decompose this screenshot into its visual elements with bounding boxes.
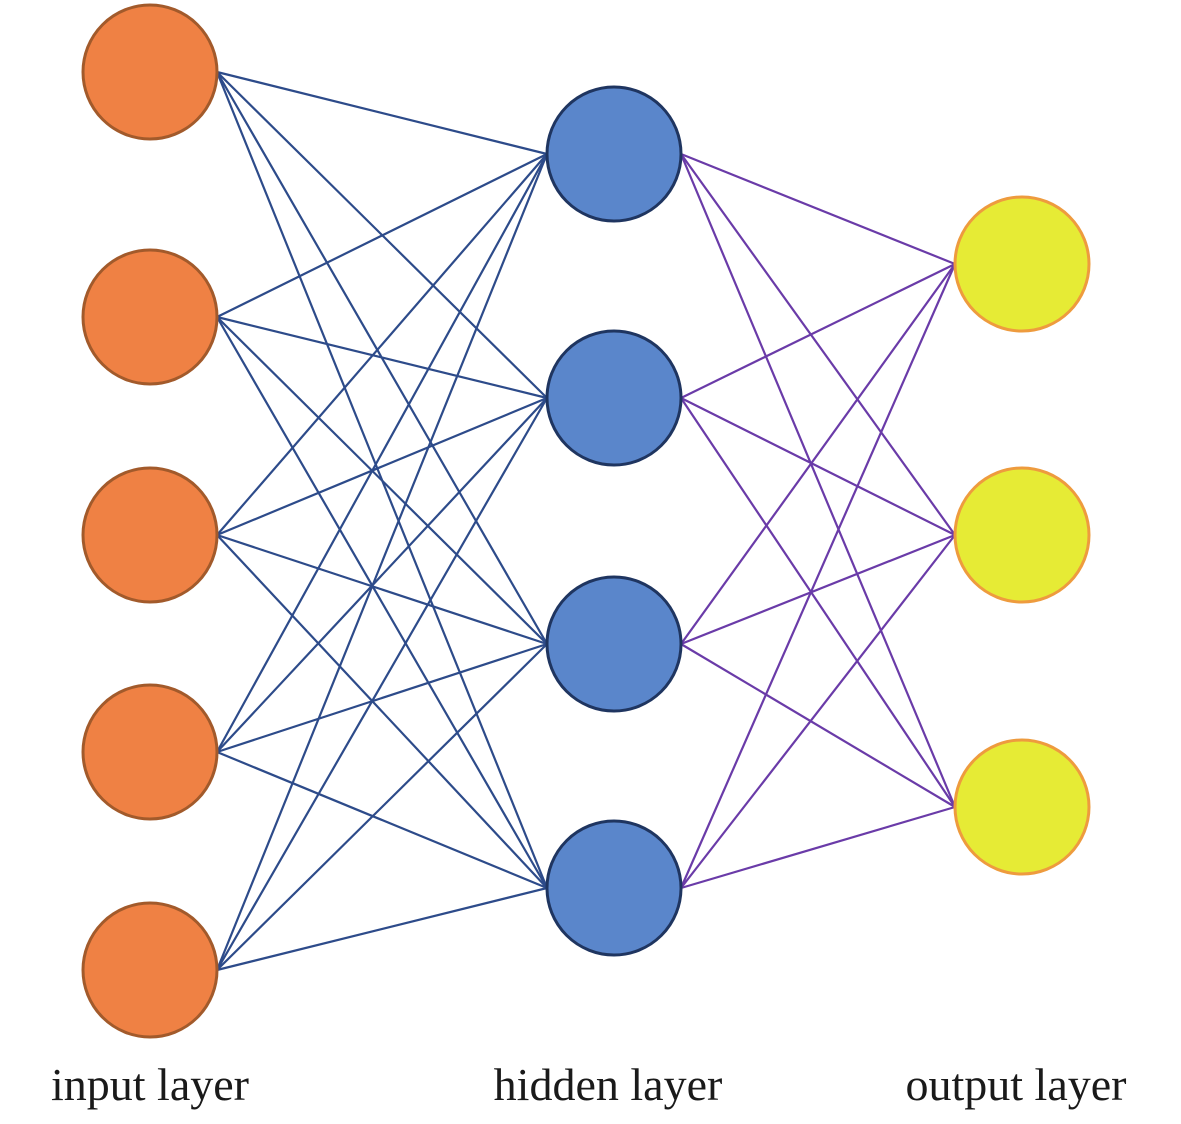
connection-hidden-3-output-2 bbox=[680, 533, 956, 646]
hidden-node-4 bbox=[545, 819, 683, 957]
connection-input-3-hidden-3 bbox=[216, 533, 548, 646]
connection-input-4-hidden-4 bbox=[216, 750, 548, 890]
connection-hidden-2-output-2 bbox=[680, 397, 956, 536]
input-node-5 bbox=[81, 901, 219, 1039]
connection-input-1-hidden-1 bbox=[216, 70, 548, 156]
connection-hidden-1-output-3 bbox=[679, 153, 957, 808]
connection-input-5-hidden-4 bbox=[216, 886, 548, 972]
connection-hidden-4-output-3 bbox=[680, 805, 956, 890]
connection-hidden-4-output-2 bbox=[680, 534, 956, 889]
input-node-4 bbox=[81, 683, 219, 821]
hidden-node-1 bbox=[545, 85, 683, 223]
connection-input-4-hidden-1 bbox=[216, 153, 548, 753]
connection-input-2-hidden-3 bbox=[216, 316, 548, 645]
output-node-3 bbox=[953, 738, 1091, 876]
connection-input-5-hidden-1 bbox=[215, 153, 549, 971]
connection-hidden-3-output-3 bbox=[680, 643, 956, 808]
connection-hidden-1-output-2 bbox=[680, 153, 956, 536]
connection-hidden-3-output-1 bbox=[680, 263, 956, 645]
connections-group bbox=[215, 70, 957, 972]
hidden-node-2 bbox=[545, 329, 683, 467]
nodes-group bbox=[81, 3, 1091, 1039]
hidden-layer-label: hidden layer bbox=[494, 1059, 723, 1110]
connection-input-3-hidden-4 bbox=[216, 534, 548, 889]
input-layer-label: input layer bbox=[51, 1059, 249, 1110]
connection-hidden-4-output-1 bbox=[679, 263, 957, 889]
connection-input-3-hidden-2 bbox=[216, 396, 548, 537]
connection-hidden-2-output-1 bbox=[680, 263, 956, 399]
connection-input-2-hidden-4 bbox=[216, 316, 548, 889]
output-node-2 bbox=[953, 466, 1091, 604]
connection-input-2-hidden-1 bbox=[216, 153, 548, 318]
connection-input-2-hidden-2 bbox=[216, 315, 548, 400]
connection-input-4-hidden-2 bbox=[216, 397, 548, 753]
output-node-1 bbox=[953, 195, 1091, 333]
connection-input-5-hidden-3 bbox=[216, 643, 548, 971]
connection-input-4-hidden-3 bbox=[216, 642, 548, 754]
connection-input-3-hidden-1 bbox=[216, 153, 548, 536]
input-node-1 bbox=[81, 3, 219, 141]
input-node-2 bbox=[81, 248, 219, 386]
output-layer-label: output layer bbox=[906, 1059, 1127, 1110]
connection-input-5-hidden-2 bbox=[216, 397, 548, 971]
connection-hidden-2-output-3 bbox=[680, 397, 956, 808]
hidden-node-3 bbox=[545, 575, 683, 713]
input-node-3 bbox=[81, 466, 219, 604]
connection-hidden-1-output-1 bbox=[680, 152, 956, 266]
